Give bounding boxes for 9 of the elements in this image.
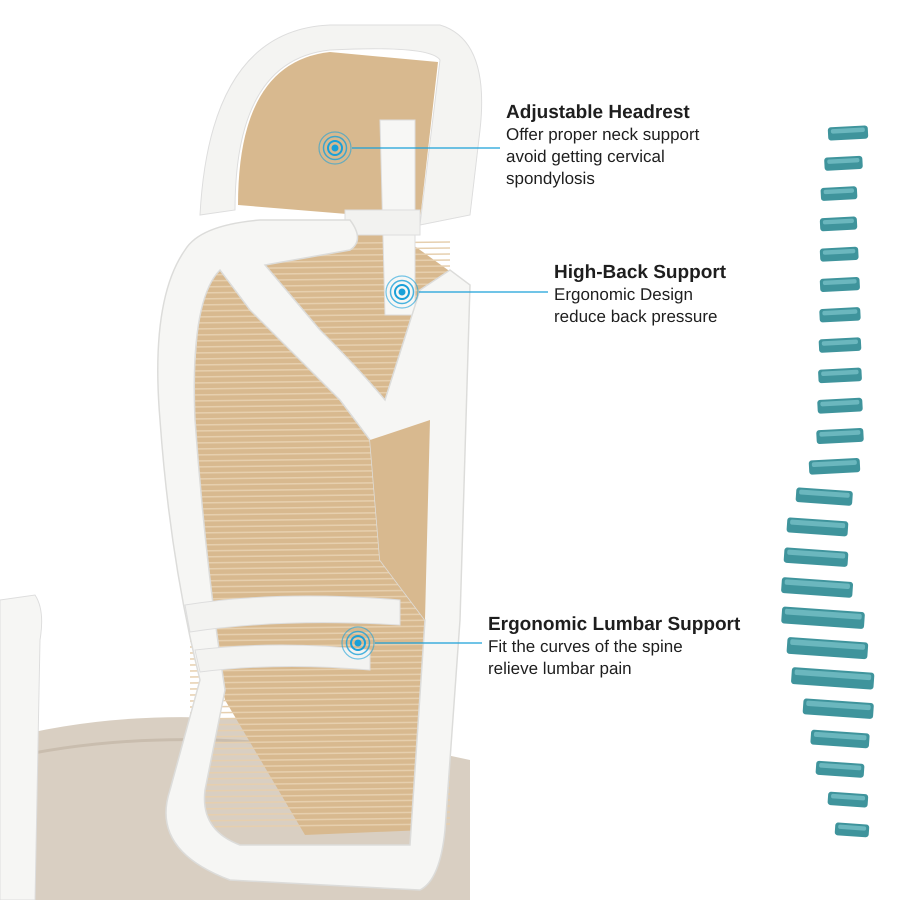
feature-heading: High-Back Support bbox=[554, 262, 726, 284]
feature-description: Fit the curves of the spine relieve lumbar pain bbox=[488, 636, 684, 680]
feature-description: Ergonomic Design reduce back pressure bbox=[554, 284, 718, 328]
leader-line bbox=[419, 291, 548, 293]
feature-heading: Ergonomic Lumbar Support bbox=[488, 614, 740, 636]
leader-line bbox=[375, 642, 482, 644]
feature-heading: Adjustable Headrest bbox=[506, 102, 690, 124]
leader-line bbox=[352, 147, 500, 149]
feature-description: Offer proper neck support avoid getting cervical spondylosis bbox=[506, 124, 700, 190]
